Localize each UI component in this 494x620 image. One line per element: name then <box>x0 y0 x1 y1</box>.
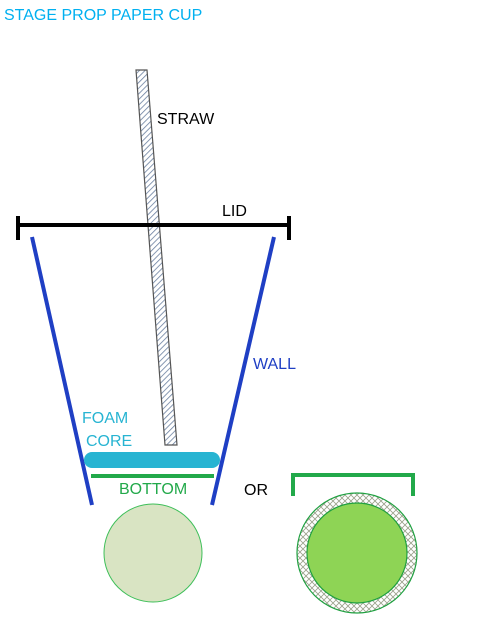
lid-label: LID <box>222 203 247 220</box>
foam-core <box>84 452 220 468</box>
alt-bottom-profile <box>291 473 415 496</box>
bottom-label: BOTTOM <box>119 481 187 498</box>
diagram-title: STAGE PROP PAPER CUP <box>4 7 202 24</box>
wall-label: WALL <box>253 356 296 373</box>
straw <box>135 69 178 446</box>
foam-core-label-line2: CORE <box>86 433 132 450</box>
or-label: OR <box>244 482 268 499</box>
right-wall <box>210 236 276 506</box>
alt-bottom-disc <box>306 502 408 604</box>
plain-bottom-disc <box>103 503 203 603</box>
foam-core-label-line1: FOAM <box>82 410 128 427</box>
straw-label: STRAW <box>157 111 215 128</box>
left-wall <box>30 236 94 506</box>
